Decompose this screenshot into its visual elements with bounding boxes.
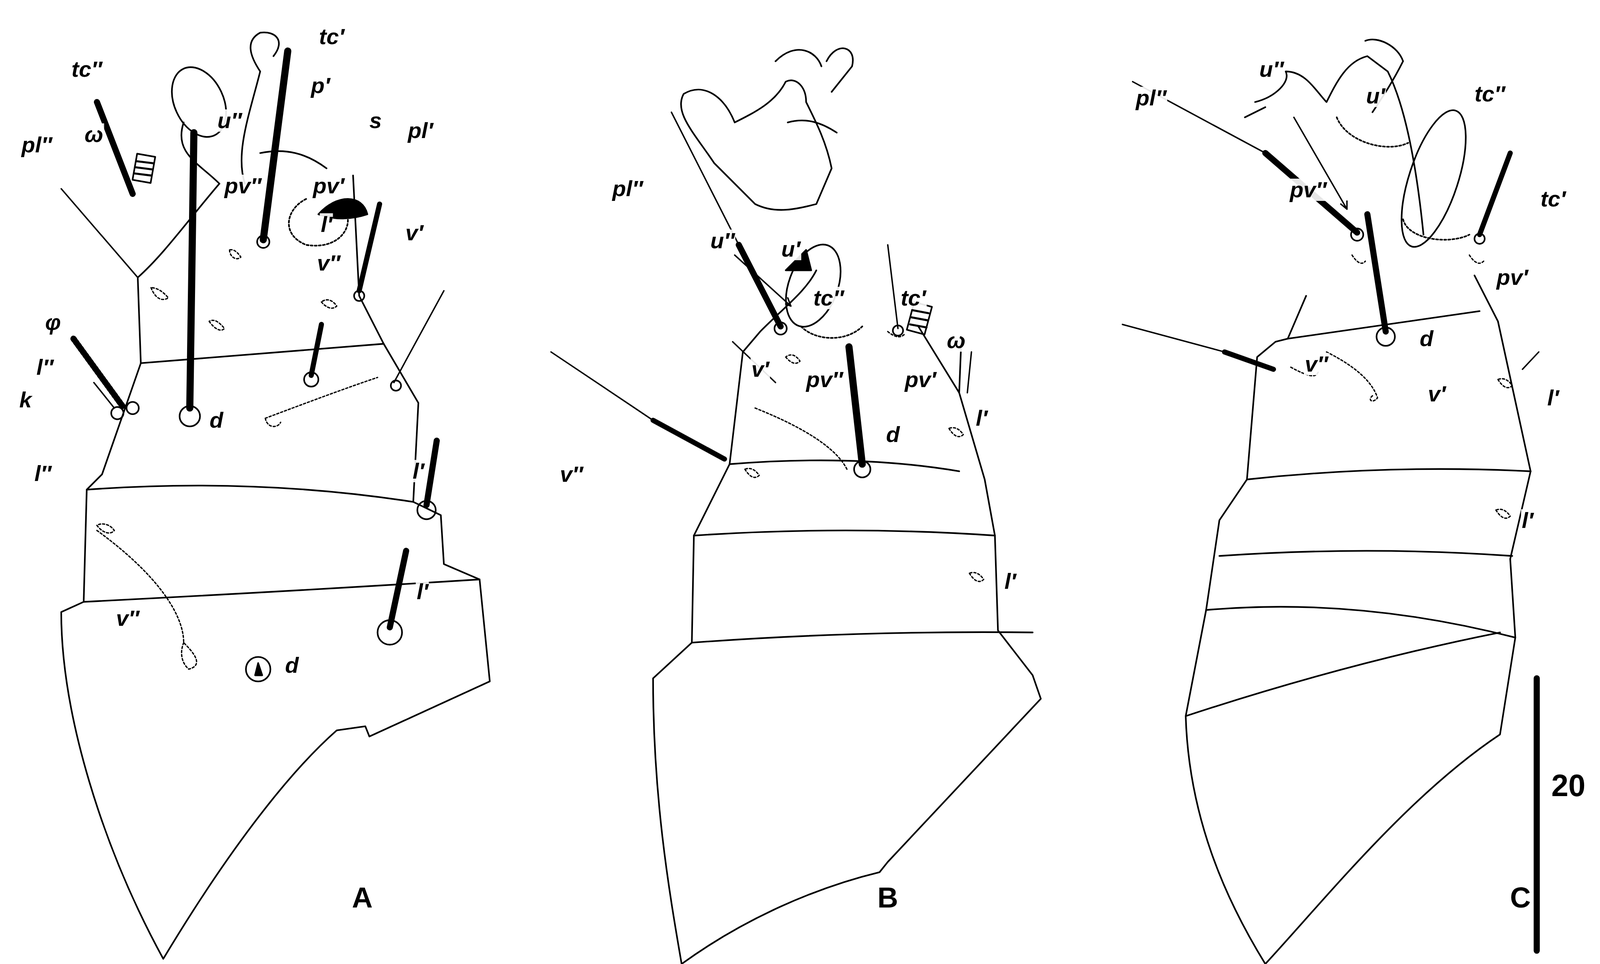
leg-a: [61, 32, 490, 960]
seta-label: u″: [216, 109, 243, 132]
seta-label: l′: [1003, 570, 1017, 593]
seta-label: pl″: [20, 133, 53, 157]
panel-letter: A: [351, 883, 374, 913]
seta-label: u″: [1258, 58, 1285, 81]
seta-label: pl″: [611, 177, 644, 200]
seta-label: k: [18, 388, 33, 412]
seta-label: pv′: [312, 174, 346, 198]
seta-label: tc″: [812, 286, 845, 310]
seta-label: u′: [1365, 84, 1386, 108]
seta-label: l′: [1520, 509, 1534, 532]
seta-label: tc″: [70, 58, 104, 81]
seta-label: tc″: [1473, 82, 1507, 106]
seta-label: tc′: [899, 286, 927, 310]
seta-label: u″: [709, 229, 736, 252]
seta-label: pv″: [223, 174, 262, 198]
seta-label: d: [208, 409, 224, 432]
panel-letter: B: [876, 883, 899, 913]
seta-label: p′: [310, 74, 331, 97]
seta-label: pv′: [1495, 266, 1529, 289]
seta-label: l′: [975, 407, 989, 430]
seta-label: s: [368, 109, 383, 132]
panel-letter: C: [1509, 883, 1532, 913]
seta-label: d: [885, 423, 901, 446]
scale-value: 20: [1550, 770, 1587, 802]
seta-label: d: [1418, 327, 1435, 350]
scale-bar: [1533, 678, 1540, 952]
seta-label: tc′: [1539, 187, 1567, 211]
seta-label: pl′: [407, 119, 434, 142]
seta-label: pv″: [805, 368, 844, 391]
seta-label: pv″: [1289, 178, 1328, 201]
seta-label: v″: [316, 251, 342, 275]
seta-label: l′: [415, 580, 430, 603]
seta-label: pl″: [1135, 86, 1168, 110]
seta-label: v″: [1303, 353, 1329, 376]
seta-label: l′: [320, 213, 334, 236]
seta-label: v″: [559, 463, 584, 486]
seta-label: l″: [35, 356, 55, 379]
seta-label: l′: [411, 460, 426, 483]
seta-label: u′: [780, 238, 802, 261]
seta-label: tc′: [318, 25, 346, 48]
seta-label: ω: [946, 329, 967, 352]
seta-label: φ: [44, 311, 62, 334]
seta-label: v′: [750, 358, 771, 381]
seta-label: ω: [83, 123, 104, 146]
seta-label: d: [284, 654, 300, 677]
seta-label: l″: [33, 462, 52, 485]
seta-label: v′: [1426, 382, 1447, 406]
seta-label: l′: [1546, 386, 1560, 410]
seta-label: v′: [404, 221, 425, 244]
seta-label: pv′: [903, 368, 937, 391]
leg-b: [550, 48, 1041, 964]
seta-label: v″: [115, 607, 140, 630]
leg-c: [1122, 39, 1539, 964]
